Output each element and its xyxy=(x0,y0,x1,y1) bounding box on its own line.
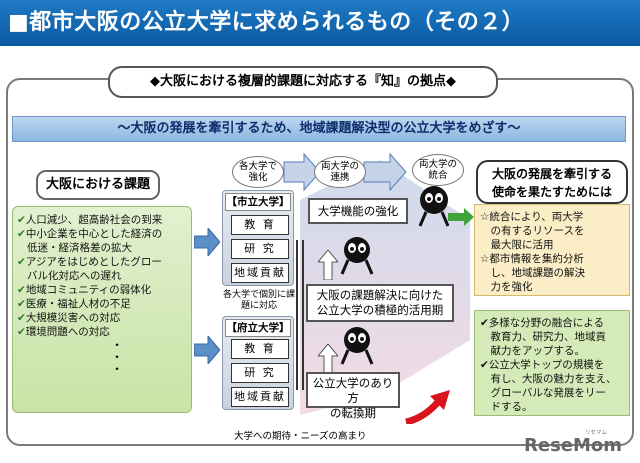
goals-panel: ✔多様な分野の融合による 教育力、研究力、地域貢 献力をアップする。 ✔公立大学… xyxy=(474,310,630,416)
issue-item: ✔医療・福祉人材の不足 xyxy=(17,298,131,310)
city-community: 地域貢献 xyxy=(231,263,289,283)
ellipsis-dot: ・ xyxy=(110,350,123,364)
benefit-item: ☆都市情報を集約分析 xyxy=(480,253,584,265)
bubble-integration: 両大学の統合 xyxy=(412,154,464,186)
bubble-strengthen: 各大学で強化 xyxy=(232,156,284,188)
issue-item: 低迷・経済格差の拡大 xyxy=(27,242,132,254)
resemom-logo: ReseMom xyxy=(524,435,623,456)
issue-item: ✔大規模災害への対応 xyxy=(17,312,121,324)
integration-benefits-panel: ☆統合により、両大学 の有するリソースを 最大限に活用 ☆都市情報を集約分析 し… xyxy=(474,204,630,296)
slide-title: ■都市大阪の公立大学に求められるもの（その２） xyxy=(0,0,640,46)
city-education: 教 育 xyxy=(231,215,289,235)
goal-item: グローバルな発展をリー xyxy=(480,387,606,399)
process-arrow-band xyxy=(283,152,407,192)
benefit-item: の有するリソースを xyxy=(480,225,585,237)
mission-header: 大阪の発展を牽引する使命を果たすためには xyxy=(476,160,628,204)
green-arrow-icon xyxy=(448,208,474,226)
goal-item: ドする。 xyxy=(480,401,533,413)
mascot-character-icon xyxy=(340,327,374,365)
goal-item: 献力をアップする。 xyxy=(480,345,585,357)
issue-item: ✔地域コミュニティの弱体化 xyxy=(17,284,152,296)
goal-item: ✔多様な分野の融合による xyxy=(480,317,604,329)
issue-item: ✔環境問題への対応 xyxy=(17,326,110,338)
goal-item: 教育力、研究力、地域貢 xyxy=(480,331,606,343)
osaka-issues-panel: ✔人口減少、超高齢社会の到来 ✔中小企業を中心とした経済の 低迷・経済格差の拡大… xyxy=(12,206,192,413)
city-research: 研 究 xyxy=(231,239,289,259)
rising-arrow-icon xyxy=(405,390,450,424)
prefectural-university-panel: 【府立大学】 教 育 研 究 地域貢献 xyxy=(222,316,294,410)
ellipsis-dot: ・ xyxy=(110,362,123,376)
ellipsis-dot: ・ xyxy=(110,338,123,352)
issue-item: バル化対応への遅れ xyxy=(27,270,122,282)
right-arrow-icon xyxy=(194,336,220,364)
benefit-item: し、地域課題の解決 xyxy=(480,267,585,279)
bubble-cooperation: 両大学の連携 xyxy=(314,156,366,188)
pref-community: 地域貢献 xyxy=(231,387,289,407)
issue-item: ✔中小企業を中心とした経済の xyxy=(17,228,163,240)
goal-item: ✔公立大学トップの規模を xyxy=(480,359,605,371)
expectation-label: 大学への期待・ニーズの高まり xyxy=(234,431,367,442)
hub-title: ◆大阪における複層的課題に対応する『知』の拠点◆ xyxy=(108,66,498,98)
function-strengthening-box: 大学機能の強化 xyxy=(308,198,408,224)
benefit-item: ☆統合により、両大学 xyxy=(480,211,584,223)
individual-response-note: 各大学で個別に課題に対応 xyxy=(222,290,295,311)
issue-item: ✔人口減少、超高齢社会の到来 xyxy=(17,214,163,226)
active-utilization-box: 大阪の課題解決に向けた公立大学の積極的活用期 xyxy=(306,284,454,322)
pref-education: 教 育 xyxy=(231,339,289,359)
up-arrow-icon xyxy=(318,344,338,374)
benefit-item: 力を強化 xyxy=(480,281,533,293)
goal-item: 有し、大阪の魅力を支え、 xyxy=(480,373,617,385)
transition-period-box: 公立大学のあり方の転換期 xyxy=(306,372,400,420)
osaka-issues-header: 大阪における課題 xyxy=(36,170,160,200)
issue-item: ✔アジアをはじめとしたグロー xyxy=(17,256,162,268)
right-arrow-icon xyxy=(194,228,220,256)
city-university-panel: 【市立大学】 教 育 研 究 地域貢献 xyxy=(222,190,294,286)
pref-research: 研 究 xyxy=(231,363,289,383)
vision-banner: ～大阪の発展を牽引するため、地域課題解決型の公立大学をめざす～ xyxy=(12,116,626,142)
mascot-character-icon xyxy=(340,237,374,275)
up-arrow-icon xyxy=(318,250,338,280)
connector-lines xyxy=(296,240,304,390)
resemom-logo-sub: リセマム xyxy=(585,430,608,436)
benefit-item: 最大限に活用 xyxy=(480,239,554,251)
prefectural-university-label: 【府立大学】 xyxy=(225,319,291,337)
mascot-character-icon xyxy=(418,186,450,227)
city-university-label: 【市立大学】 xyxy=(225,193,291,211)
